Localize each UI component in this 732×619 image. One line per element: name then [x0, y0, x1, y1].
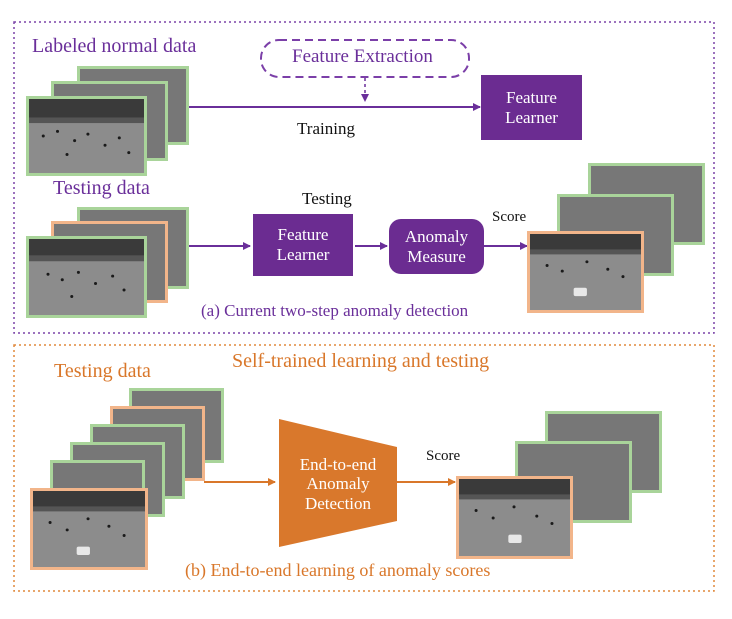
feature-learner-box-bottom: Feature Learner	[253, 214, 353, 276]
end-to-end-label: End-to-end Anomaly Detection	[299, 454, 377, 513]
score-label-b: Score	[426, 448, 461, 464]
feature-extraction-box	[260, 39, 470, 78]
video-frame	[26, 96, 147, 176]
feature-extraction-label: Feature Extraction	[292, 46, 433, 67]
feature-learner-box-top: Feature Learner	[481, 75, 582, 140]
training-label: Training	[297, 119, 355, 138]
video-frame	[527, 231, 644, 313]
anomaly-measure-box: Anomaly Measure	[389, 219, 484, 274]
panel-b-border	[13, 344, 715, 592]
caption-a: (a) Current two-step anomaly detection	[201, 301, 469, 320]
video-frame	[30, 488, 148, 570]
testing-data-label-a: Testing data	[53, 177, 150, 199]
caption-b: (b) End-to-end learning of anomaly score…	[185, 560, 491, 580]
score-label-a: Score	[492, 209, 527, 225]
labeled-normal-data-label: Labeled normal data	[32, 35, 197, 57]
testing-label: Testing	[302, 189, 352, 208]
testing-data-label-b: Testing data	[54, 360, 151, 382]
panel-b-title: Self-trained learning and testing	[232, 350, 490, 372]
video-frame	[26, 236, 147, 318]
panel-a-border	[13, 21, 715, 334]
video-frame	[456, 476, 573, 559]
end-to-end-trapezoid	[279, 419, 397, 547]
